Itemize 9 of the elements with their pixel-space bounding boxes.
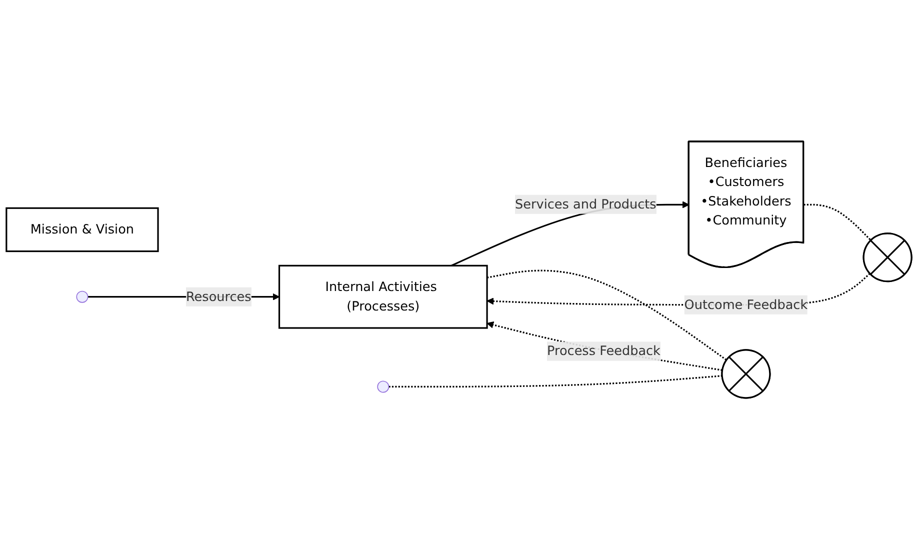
edge-label: Services and Products — [515, 196, 656, 212]
node-box: Internal Activities (Processes) — [278, 265, 488, 330]
connector — [804, 204, 872, 242]
edge-label: Process Feedback — [547, 344, 660, 359]
arrow — [486, 322, 722, 372]
node-box: Mission & Vision — [6, 208, 159, 252]
edge-label: Outcome Feedback — [684, 297, 808, 312]
connector — [388, 375, 722, 388]
edge-label: Resources — [186, 289, 252, 304]
